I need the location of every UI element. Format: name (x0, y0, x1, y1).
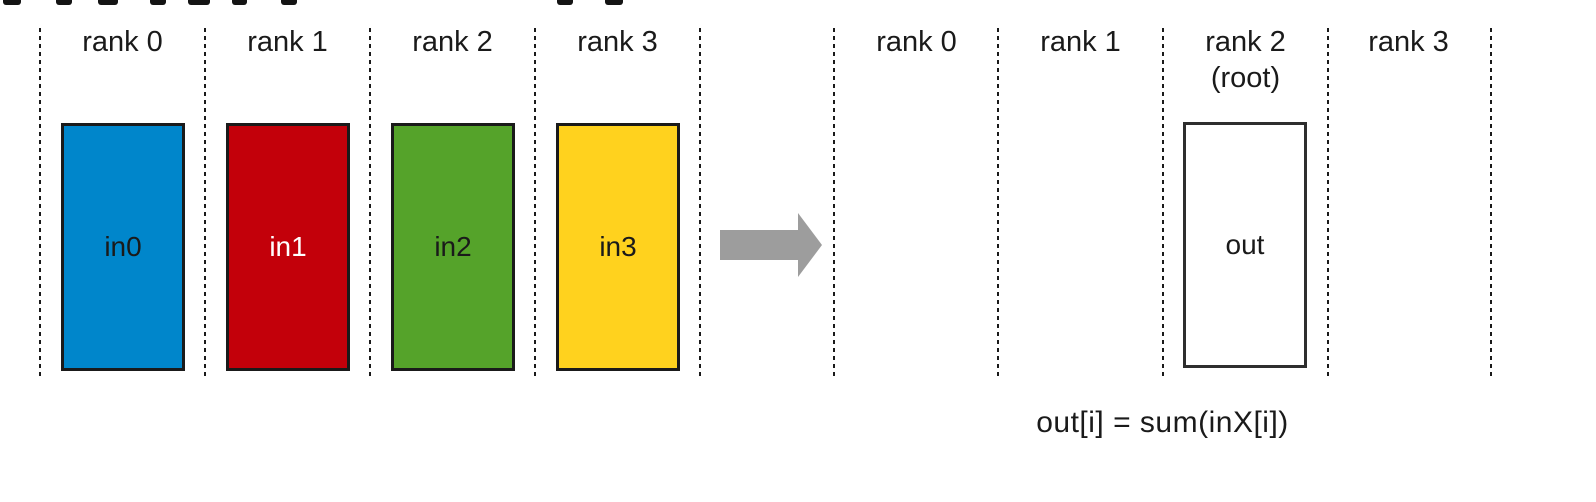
column-divider (699, 28, 701, 380)
input-buffer-in1: in1 (226, 123, 350, 371)
rank-label-right-2: rank 2 (root) (1163, 24, 1328, 96)
input-buffer-in2: in2 (391, 123, 515, 371)
column-divider (39, 28, 41, 380)
rank-label-left-0: rank 0 (82, 26, 163, 58)
column-divider (534, 28, 536, 380)
rank-label-right-1: rank 1 (1040, 26, 1121, 58)
rank-label-right-0: rank 0 (876, 26, 957, 58)
reduction-formula: out[i] = sum(inX[i]) (1036, 406, 1289, 439)
column-divider (1327, 28, 1329, 380)
column-divider (369, 28, 371, 380)
column-divider (833, 28, 835, 380)
root-sublabel: (root) (1210, 62, 1281, 94)
input-buffer-in0: in0 (61, 123, 185, 371)
rank-label-text: rank 2 (1205, 26, 1286, 58)
rank-label-left-1: rank 1 (247, 26, 328, 58)
rank-label-right-3: rank 3 (1368, 26, 1449, 58)
column-divider (1162, 28, 1164, 380)
column-divider (997, 28, 999, 380)
input-buffer-in3: in3 (556, 123, 680, 371)
column-divider (1490, 28, 1492, 380)
rank-label-left-3: rank 3 (577, 26, 658, 58)
right-arrow-icon (718, 213, 824, 277)
output-buffer-out: out (1183, 122, 1307, 368)
column-divider (204, 28, 206, 380)
rank-label-left-2: rank 2 (412, 26, 493, 58)
